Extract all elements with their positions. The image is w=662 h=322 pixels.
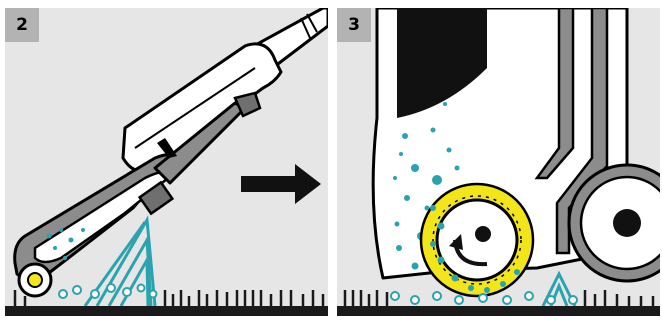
brush-roller <box>421 184 533 296</box>
step-number-badge: 3 <box>337 8 371 42</box>
step-2-illustration <box>5 8 328 316</box>
foam-bubbles <box>59 284 157 298</box>
step-number-badge: 2 <box>5 8 39 42</box>
step-3-panel: 3 <box>337 8 660 316</box>
floor-line <box>337 306 660 316</box>
step-2-panel: 2 <box>5 8 328 316</box>
step-3-illustration <box>337 8 660 316</box>
floor-line <box>5 306 328 316</box>
direction-arrow-icon <box>241 164 321 204</box>
